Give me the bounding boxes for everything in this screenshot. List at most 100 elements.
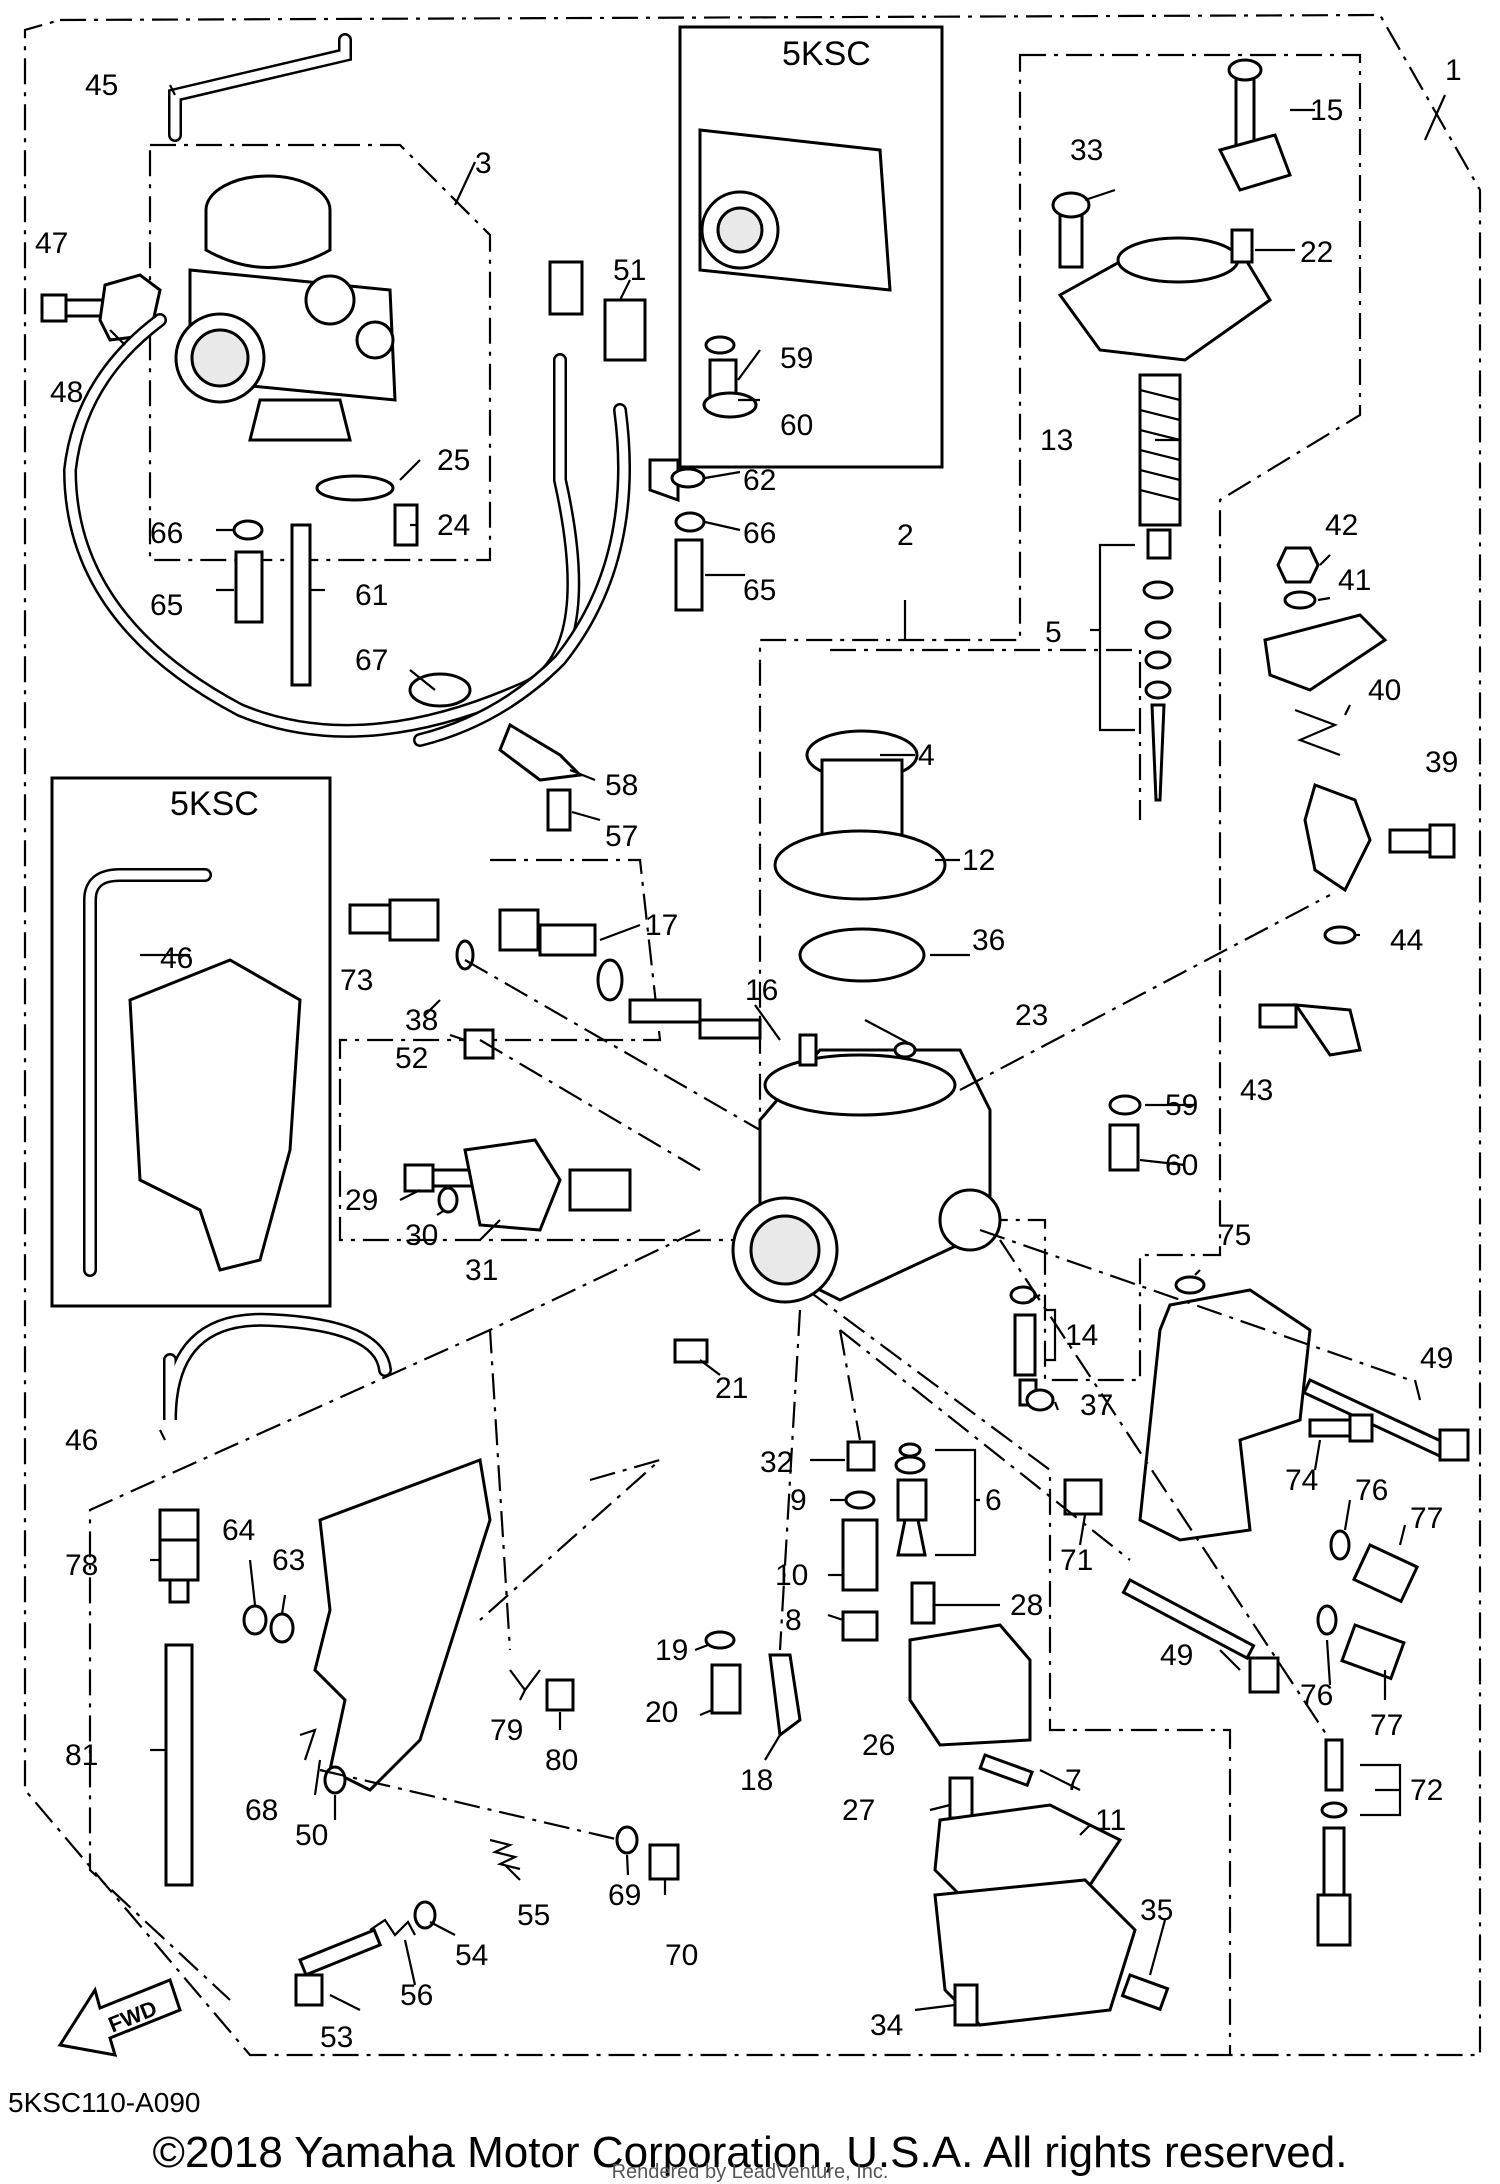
bolt-60-right <box>1108 1123 1140 1172</box>
carburetor-body <box>731 1048 1002 1304</box>
alignment-lines <box>319 648 1411 1842</box>
part-label-60: 60 <box>1165 1149 1198 1182</box>
part-label-39: 39 <box>1425 746 1458 779</box>
carburetor-exploded-diagram: 5KSC 5KSC 1 2 3 4 5 6 7 8 9 10 11 12 13 … <box>8 13 1482 2118</box>
part-label-78: 78 <box>65 1549 98 1582</box>
o-ring-9 <box>844 1490 876 1510</box>
bolt-49-right <box>1302 1378 1470 1462</box>
throttle-linkage <box>313 1457 492 1792</box>
part-label-15: 15 <box>1310 94 1343 127</box>
part-label-49a: 49 <box>1420 1342 1453 1375</box>
part-label-77b: 77 <box>1370 1709 1403 1742</box>
part-label-13: 13 <box>1040 424 1073 457</box>
rendered-by-notice: Rendered by LeadVenture, Inc. <box>611 2161 889 2183</box>
bracket-6 <box>935 1448 977 1557</box>
screw-28 <box>910 1581 936 1625</box>
part-label-66-left: 66 <box>150 517 183 550</box>
part-label-37: 37 <box>1080 1389 1113 1422</box>
jet-8 <box>841 1610 879 1642</box>
bolt-57 <box>546 788 572 832</box>
bracket-58 <box>498 722 584 782</box>
inset-top-carburetor <box>698 128 892 419</box>
part-label-36: 36 <box>972 924 1005 957</box>
screw-29 <box>403 1163 475 1193</box>
screw-72 <box>1316 1738 1352 1947</box>
part-label-7: 7 <box>1065 1764 1082 1797</box>
part-label-34: 34 <box>870 2009 903 2042</box>
washer-59-right <box>1108 1094 1142 1116</box>
part-label-3: 3 <box>475 147 492 180</box>
o-ring-38 <box>455 939 475 971</box>
part-label-38: 38 <box>405 1004 438 1037</box>
collar-77b <box>1340 1623 1406 1681</box>
part-label-4: 4 <box>918 739 935 772</box>
part-label-50: 50 <box>295 1819 328 1852</box>
part-label-20: 20 <box>645 1696 678 1729</box>
diaphragm-12 <box>773 829 947 901</box>
clip-62 <box>648 458 680 503</box>
part-label-43: 43 <box>1240 1074 1273 1107</box>
part-label-28: 28 <box>1010 1589 1043 1622</box>
part-label-17: 17 <box>645 909 678 942</box>
part-label-63: 63 <box>272 1544 305 1577</box>
part-label-74: 74 <box>1285 1464 1318 1497</box>
part-label-61: 61 <box>355 579 388 612</box>
screw-39 <box>1388 823 1456 859</box>
screw-20 <box>710 1663 742 1715</box>
part-label-65-right: 65 <box>743 574 776 607</box>
jet-10 <box>841 1518 879 1592</box>
part-label-76a: 76 <box>1355 1474 1388 1507</box>
part-label-76b: 76 <box>1300 1679 1333 1712</box>
part-label-77a: 77 <box>1410 1502 1443 1535</box>
part-label-57: 57 <box>605 820 638 853</box>
part-label-70: 70 <box>665 1939 698 1972</box>
part-number-labels: 1 2 3 4 5 6 7 8 9 10 11 12 13 14 15 16 1… <box>35 54 1462 2054</box>
leader-lines <box>109 84 1447 2012</box>
part-label-21: 21 <box>715 1372 748 1405</box>
washer-54 <box>413 1900 437 1930</box>
part-label-75: 75 <box>1218 1219 1251 1252</box>
spring-16 <box>798 1033 818 1067</box>
part-label-26: 26 <box>862 1729 895 1762</box>
part-label-18: 18 <box>740 1764 773 1797</box>
part-label-6: 6 <box>985 1484 1002 1517</box>
washer-75 <box>1174 1275 1206 1295</box>
clamp-67 <box>408 672 472 708</box>
part-label-68: 68 <box>245 1794 278 1827</box>
spring-14 <box>1009 1285 1038 1407</box>
plug-37 <box>1025 1388 1055 1412</box>
connector-top <box>548 260 584 316</box>
plunger-17 <box>498 908 762 1040</box>
bracket-14 <box>1045 1308 1057 1362</box>
part-label-33: 33 <box>1070 134 1103 167</box>
part-label-71: 71 <box>1060 1544 1093 1577</box>
assembly-2-lower <box>338 858 1232 2055</box>
assembly-3-boundary <box>148 143 492 562</box>
filter-78 <box>158 1508 200 1604</box>
jet-21 <box>673 1338 709 1364</box>
bolt-53 <box>294 1928 383 2007</box>
part-label-59: 59 <box>1165 1089 1198 1122</box>
washer-41 <box>1283 590 1317 610</box>
part-label-47: 47 <box>35 227 68 260</box>
washer-62 <box>670 467 706 489</box>
inset-left-linkage <box>128 958 302 1272</box>
part-label-24: 24 <box>437 509 470 542</box>
washer-76b <box>1316 1604 1338 1636</box>
bracket-5 <box>1098 543 1135 732</box>
collar-71 <box>1063 1478 1103 1516</box>
spring-56 <box>369 1918 416 1937</box>
part-label-10: 10 <box>775 1559 808 1592</box>
seal-36 <box>798 927 926 983</box>
washer-30 <box>437 1186 459 1214</box>
clip-79 <box>509 1669 541 1692</box>
part-label-32: 32 <box>760 1446 793 1479</box>
bushing-80 <box>545 1678 575 1712</box>
pin-18 <box>768 1653 802 1738</box>
pipe-81 <box>164 1643 194 1887</box>
inset-left-label: 5KSC <box>170 785 259 823</box>
valve-65-right <box>674 538 704 612</box>
inset-top-label: 5KSC <box>782 35 871 73</box>
part-label-79: 79 <box>490 1714 523 1747</box>
lever-41 <box>1263 613 1388 692</box>
